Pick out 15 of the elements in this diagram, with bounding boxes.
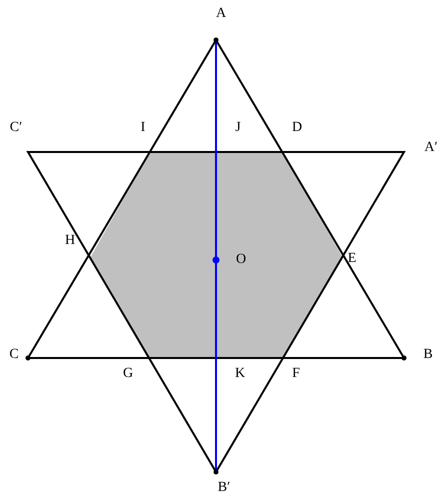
point-label: A [216, 6, 226, 22]
point-label: C′ [10, 120, 22, 136]
point-label: C [9, 347, 19, 363]
point-label: E [348, 251, 356, 267]
point-label: B′ [218, 480, 230, 496]
point-label: J [235, 120, 241, 136]
point-label: A′ [424, 140, 438, 156]
point-label: G [122, 366, 134, 382]
point-label: F [292, 366, 300, 382]
point-label: O [236, 252, 246, 268]
point-label: B [423, 347, 433, 363]
point-label: H [64, 233, 76, 249]
point-label: I [140, 120, 146, 136]
point-label: D [292, 120, 302, 136]
point-label: K [234, 366, 246, 382]
